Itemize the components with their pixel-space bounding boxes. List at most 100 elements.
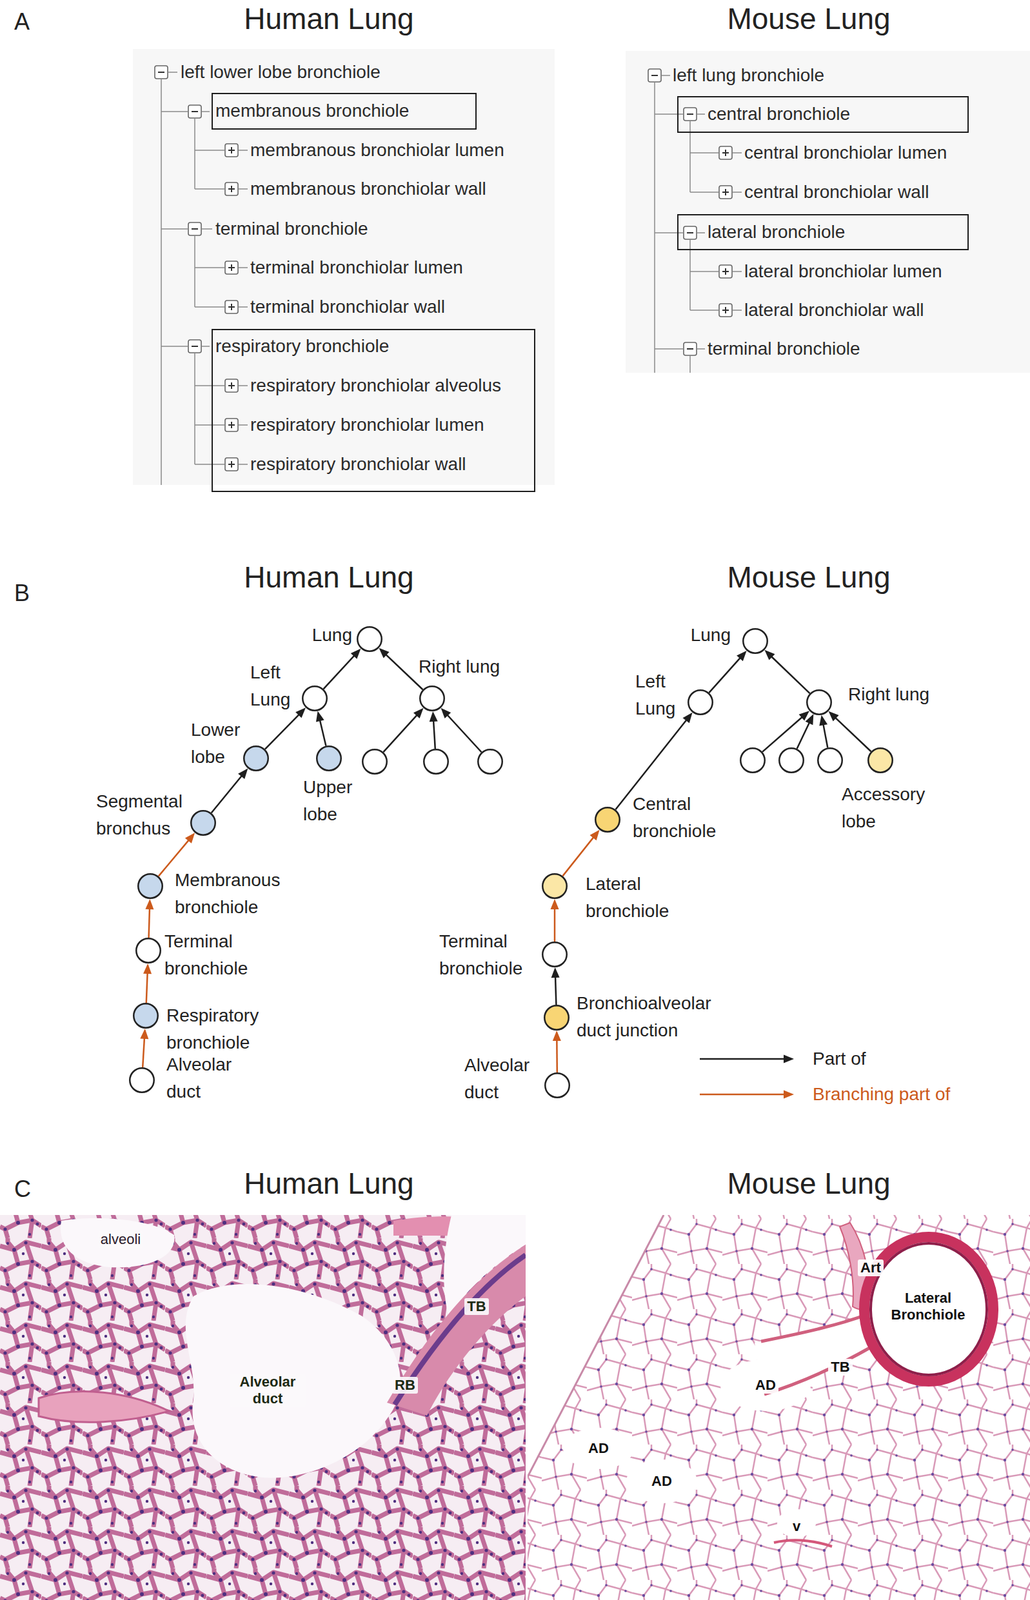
- expand-icon: [719, 303, 733, 317]
- arrow-line: [835, 717, 871, 752]
- node-label: Central bronchiole: [632, 790, 736, 845]
- ontology-node: Central bronchiole: [594, 806, 621, 833]
- circle-shape: [867, 747, 894, 774]
- circle-outline: [357, 626, 382, 652]
- circle-outline: [477, 749, 503, 774]
- histology-label: TB: [828, 1358, 852, 1376]
- branching-part-of-arrow: [158, 832, 195, 876]
- circle-shape: [423, 748, 449, 775]
- collapse-icon: [188, 339, 202, 353]
- arrow-line: [433, 721, 436, 749]
- circle-shape: [356, 626, 383, 653]
- branching-part-of-arrow: [145, 899, 154, 938]
- circle-outline: [243, 746, 269, 771]
- node-label: Membranous bronchiole: [174, 866, 304, 922]
- circle-shape: [316, 745, 342, 772]
- collapse-icon: [683, 342, 697, 356]
- histology-label: Art: [857, 1259, 884, 1277]
- part-of-arrow: [323, 648, 362, 690]
- arrowhead: [145, 899, 154, 910]
- node-label: Terminal bronchiole: [439, 928, 536, 983]
- circle-shape: [541, 873, 568, 900]
- circle-outline: [740, 748, 765, 773]
- circle-outline: [362, 749, 387, 774]
- arrow-line: [385, 654, 423, 690]
- ontology-node: Lung: [742, 628, 769, 654]
- tree-item-text: left lung bronchiole: [672, 64, 825, 87]
- arrow-line: [146, 973, 148, 1003]
- tree-panel: left lung bronchiole central bronchiolar …: [625, 50, 1030, 373]
- arrow-line: [762, 717, 803, 753]
- tree-item-text: lateral bronchiole: [707, 221, 845, 244]
- part-of-arrow: [316, 710, 326, 746]
- circle-shape: [243, 745, 269, 772]
- panel-title: Mouse Lung: [726, 559, 891, 596]
- circle-outline: [779, 748, 804, 773]
- highlight-box: respiratory bronchiolerespiratory bronch…: [211, 328, 536, 493]
- tree-item-text: central bronchiole: [707, 103, 851, 126]
- arrow-line: [142, 1038, 145, 1068]
- ontology-node: Membranous bronchiole: [137, 873, 164, 900]
- arrow-line: [323, 655, 355, 690]
- panel-title: Human Lung: [243, 1, 414, 37]
- circle-shape: [544, 1072, 571, 1099]
- tree-item-text: central bronchiolar wall: [744, 181, 929, 204]
- circle-outline: [868, 748, 893, 773]
- branching-part-of-arrow: [562, 830, 600, 877]
- ontology-node: Bronchioalveolar duct junction: [543, 1004, 570, 1031]
- tree-item-text: lateral bronchiolar wall: [744, 299, 925, 322]
- node-label: Bronchioalveolar duct junction: [576, 990, 738, 1045]
- arrow-line: [822, 724, 828, 748]
- tree-item-text: terminal bronchiolar wall: [250, 296, 446, 318]
- circle-outline: [133, 1003, 159, 1029]
- collapse-icon: [648, 69, 662, 82]
- ontology-node: Left Lung: [687, 689, 714, 716]
- circle-shape: [742, 628, 769, 654]
- histology-label: AD: [648, 1473, 675, 1490]
- tree-item-text: central bronchiolar lumen: [744, 141, 947, 164]
- arrow-line: [447, 715, 482, 753]
- arrow-line: [555, 1040, 558, 1073]
- circle-outline: [129, 1068, 155, 1093]
- circle-shape: [806, 689, 832, 716]
- circle-outline: [688, 690, 713, 715]
- circle-outline: [190, 810, 216, 836]
- ontology-node: [361, 748, 388, 775]
- part-of-arrow: [708, 650, 747, 693]
- circle-outline: [817, 748, 843, 773]
- part-of-arrow: [764, 650, 810, 694]
- ontology-node: Alveolar duct: [544, 1072, 571, 1099]
- arrow-line: [771, 656, 810, 694]
- legend-sample: [698, 1088, 796, 1101]
- ontology-node: Respiratory bronchiole: [132, 1002, 159, 1029]
- node-label: Terminal bronchiole: [164, 928, 275, 983]
- histology-label: Alveolar duct: [229, 1373, 306, 1408]
- arrow-line: [708, 657, 740, 693]
- expand-icon: [225, 379, 238, 393]
- node-label: Lung: [672, 621, 731, 649]
- branching-part-of-arrow: [550, 899, 560, 942]
- arrowhead: [819, 715, 828, 727]
- ontology-node: Terminal bronchiole: [541, 941, 568, 968]
- legend-line: [699, 1058, 785, 1061]
- node-label: Left Lung: [250, 659, 302, 714]
- node-label: Lower lobe: [190, 716, 253, 771]
- circle-shape: [301, 685, 328, 712]
- expand-icon: [719, 185, 733, 199]
- ontology-node: Lower lobe: [243, 745, 269, 772]
- arrowhead: [552, 1030, 562, 1041]
- arrowhead: [683, 712, 693, 724]
- circle-outline: [542, 873, 567, 899]
- node-label: Right lung: [848, 681, 930, 709]
- legend-item: Part of: [698, 1045, 1009, 1073]
- circle-outline: [595, 807, 620, 832]
- tree-item-text: respiratory bronchiolar lumen: [250, 414, 485, 436]
- highlight-box: lateral bronchiole: [677, 214, 969, 251]
- ontology-node: Left Lung: [301, 685, 328, 712]
- node-label: Alveolar duct: [166, 1051, 248, 1106]
- legend-arrowhead: [783, 1090, 794, 1100]
- tree-item-text: lateral bronchiolar lumen: [744, 260, 943, 283]
- circle-shape: [817, 747, 843, 774]
- arrowhead: [139, 1028, 149, 1040]
- branching-part-of-arrow: [139, 1028, 149, 1068]
